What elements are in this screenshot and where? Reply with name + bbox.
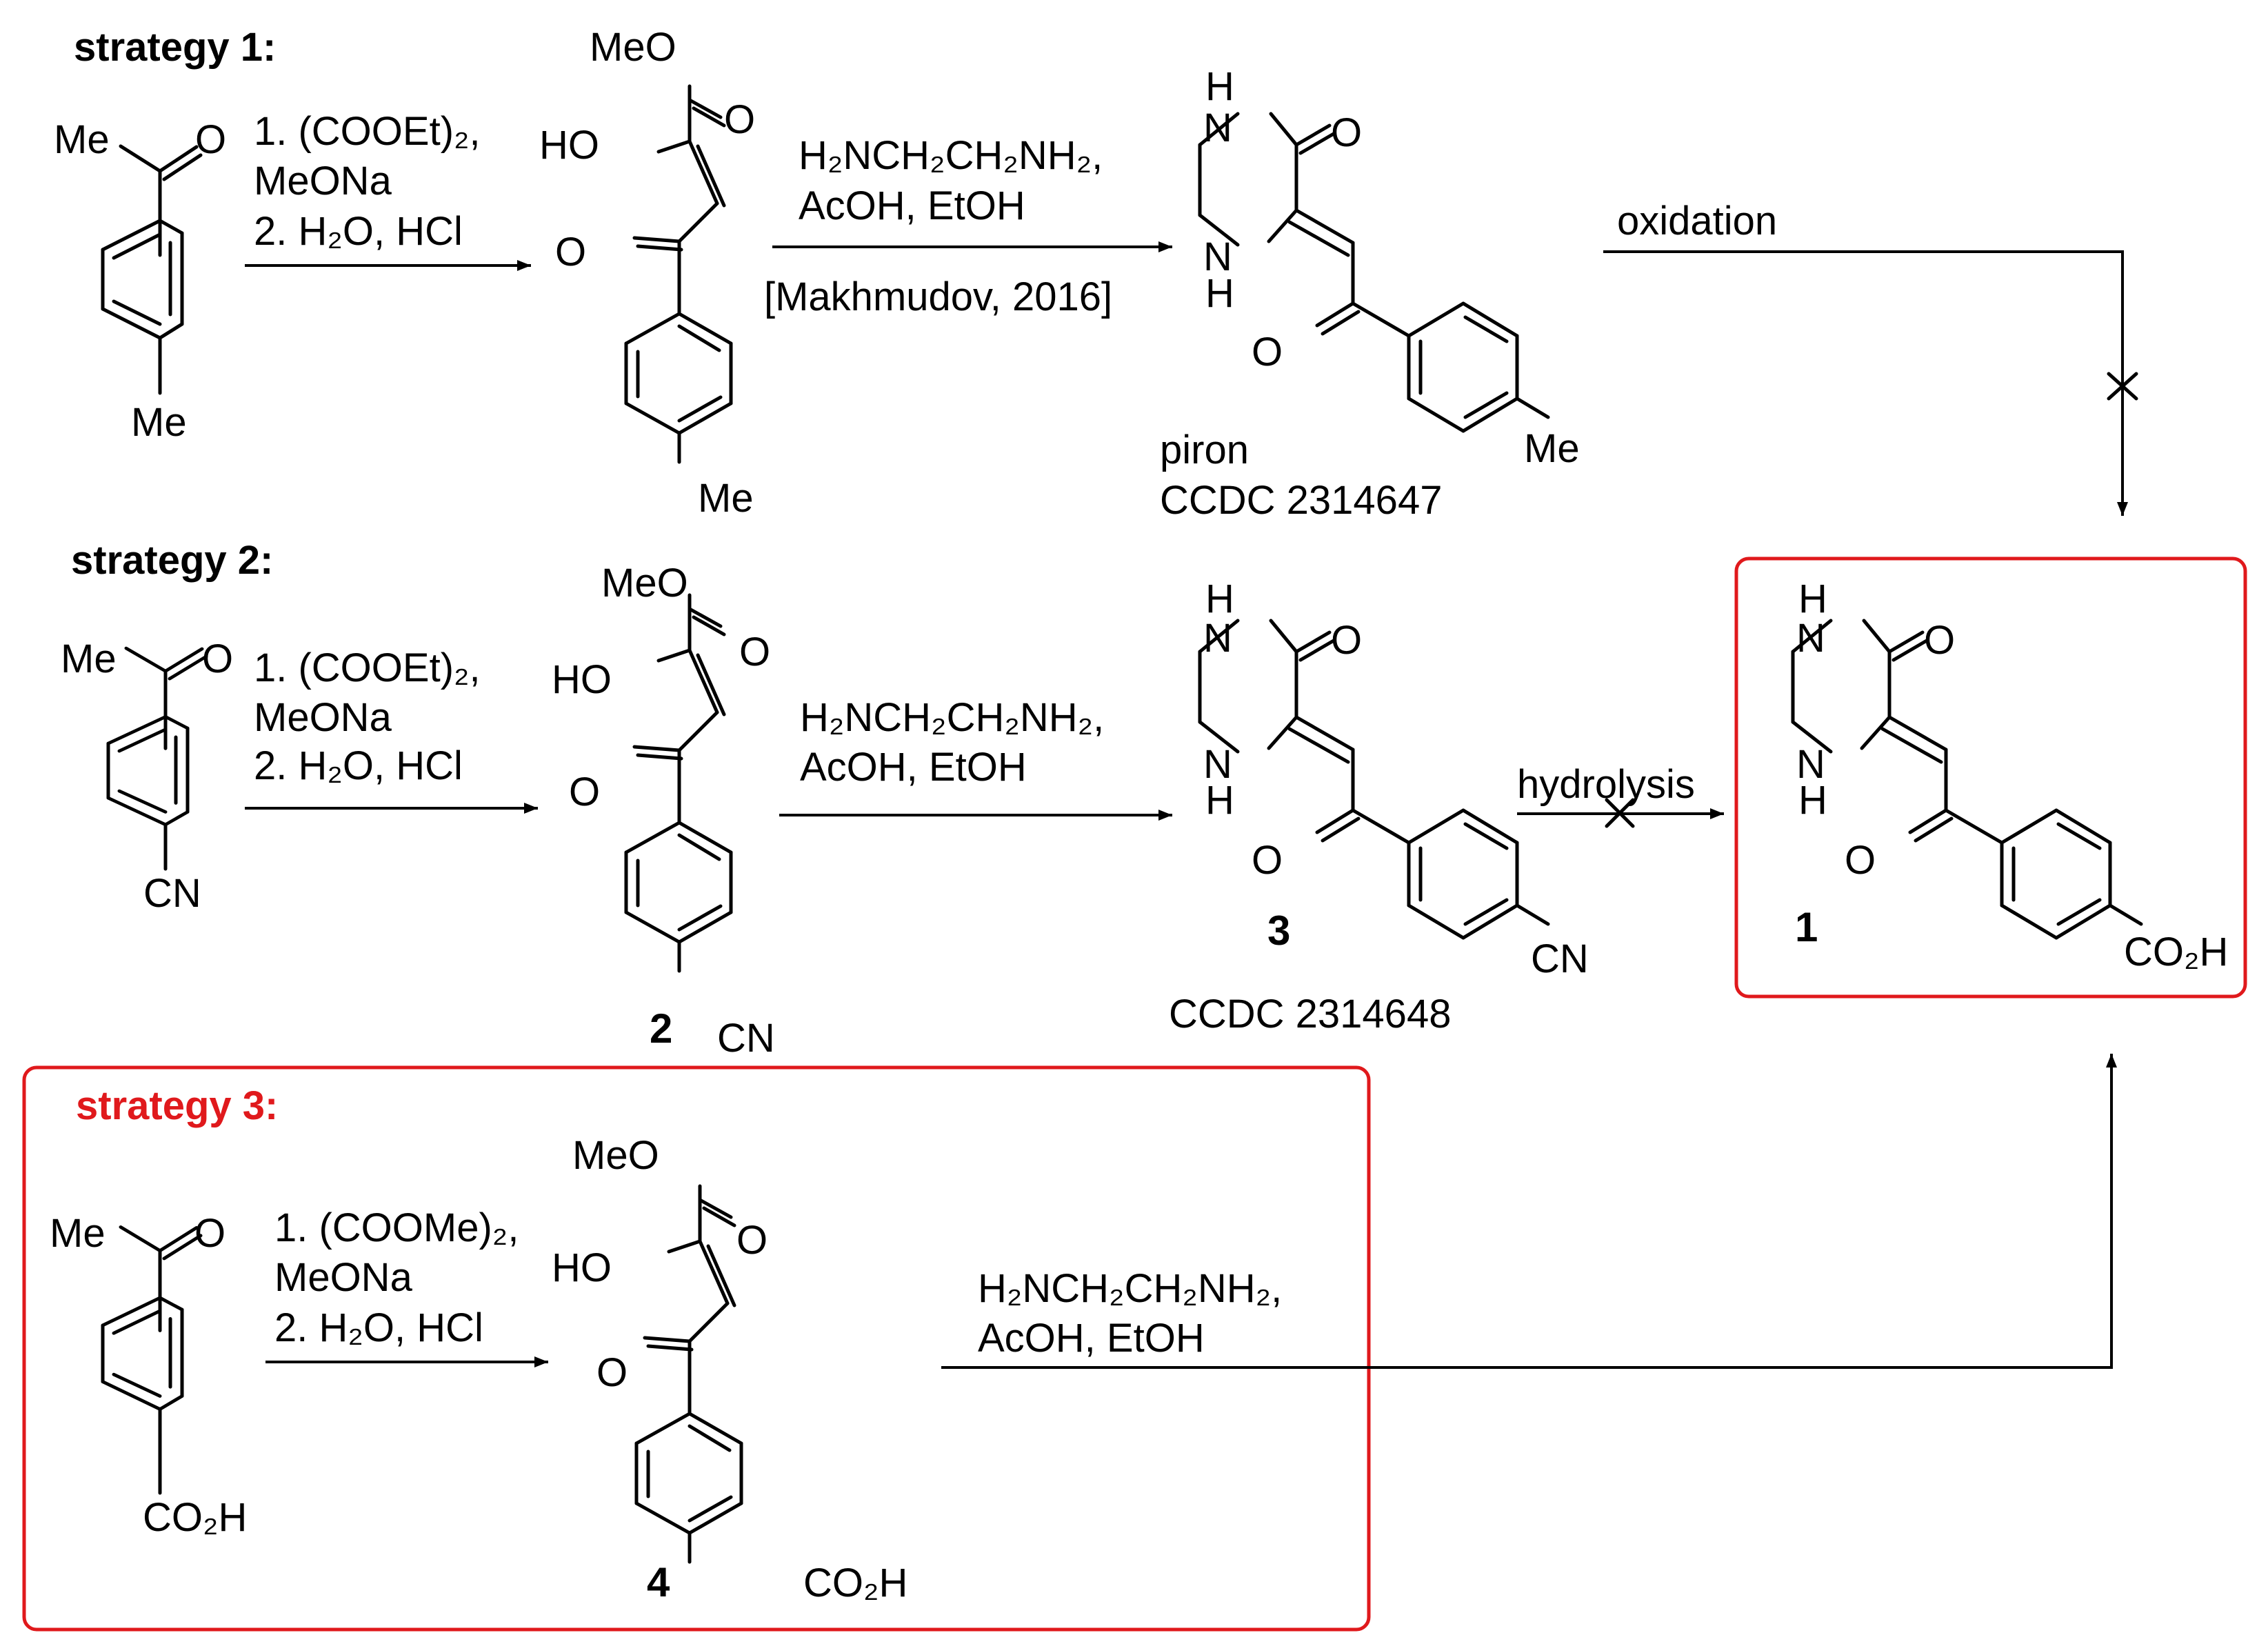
atom-meo: MeO [572,1133,659,1178]
atom-h: H [1205,271,1234,316]
compound-3-structure: H N O N H O CN 3 CCDC 2314648 [1169,577,1589,1036]
atom-o: O [1252,838,1283,883]
atom-co2h: CO₂H [2124,930,2228,974]
atom-me: Me [54,117,110,162]
atom-cn: CN [717,1016,775,1061]
condition-line: 2. H₂O, HCl [254,209,463,254]
route-to-target-arrow [941,1054,2117,1369]
strategy-3-highlight-box [22,1065,1371,1632]
atom-n: N [1796,742,1825,787]
condition-line: 1. (COOEt)₂, [254,645,481,690]
atom-o: O [194,1211,225,1256]
failed-cross [2107,372,2138,401]
atom-o: O [596,1350,628,1395]
compound-number-1: 1 [1795,904,1818,950]
strategy-1-header: strategy 1: [74,25,276,70]
atom-n: N [1203,616,1232,661]
condition-line: MeONa [274,1255,413,1300]
claisen-conditions-1: 1. (COOEt)₂, MeONa 2. H₂O, HCl [254,109,481,254]
oxidation-route: oxidation [1603,199,2138,516]
atom-o: O [202,636,233,681]
atom-n: N [1203,234,1232,279]
atom-meo: MeO [601,561,688,605]
condition-line: MeONa [254,159,392,203]
diketo-ester-me: MeO O HO O Me [539,25,755,521]
condition-line: H₂NCH₂CH₂NH₂, [800,695,1104,740]
atom-me: Me [61,636,117,681]
atom-o: O [1924,618,1955,663]
condition-line: MeONa [254,695,392,740]
atom-h: H [1205,577,1234,621]
atom-o: O [724,97,755,142]
atom-meo: MeO [590,25,676,70]
compound-1-structure: H N O N H O CO₂H 1 [1793,577,2228,974]
atom-o: O [569,770,600,814]
diketo-ester-co2h: MeO O HO O CO₂H 4 [552,1133,907,1605]
atom-me: Me [1524,426,1580,471]
atom-n: N [1203,106,1232,150]
condition-line: AcOH, EtOH [978,1316,1205,1361]
condition-line: 2. H₂O, HCl [254,743,463,788]
atom-o: O [736,1218,767,1263]
atom-h: H [1798,577,1827,621]
p-methylacetophenone: Me O Me [54,117,226,445]
condition-line: 1. (COOMe)₂, [274,1205,519,1250]
atom-n: N [1203,742,1232,787]
atom-o: O [1252,330,1283,374]
p-acetylbenzoic-acid: Me O CO₂H [50,1211,247,1540]
compound-number-4: 4 [647,1559,670,1605]
condition-line: [Makhmudov, 2016] [764,274,1112,319]
atom-co2h: CO₂H [803,1561,907,1605]
strategy-2-header: strategy 2: [71,538,273,583]
compound-number-3: 3 [1267,908,1290,954]
strategy-3-header: strategy 3: [76,1083,278,1128]
atom-ho: HO [539,123,599,168]
atom-ho: HO [552,1245,612,1290]
atom-co2h: CO₂H [143,1495,247,1540]
atom-cn: CN [143,871,201,916]
piron-structure: H N O N H O Me piron CCDC 2314647 [1160,64,1580,523]
compound-3-ccdc: CCDC 2314648 [1169,992,1451,1036]
target-highlight-box [1734,557,2247,999]
atom-o: O [555,230,586,274]
condition-line: 2. H₂O, HCl [274,1305,483,1350]
condition-line: H₂NCH₂CH₂NH₂, [799,133,1103,178]
condition-line: AcOH, EtOH [799,183,1025,228]
compound-number-2: 2 [650,1005,672,1052]
atom-o: O [1331,618,1362,663]
atom-o: O [1845,838,1876,883]
atom-n: N [1796,616,1825,661]
atom-o: O [1331,110,1362,155]
oxidation-label: oxidation [1617,199,1777,243]
atom-cn: CN [1531,936,1589,981]
atom-o: O [739,630,770,674]
failed-cross [1605,798,1635,828]
atom-me: Me [50,1211,106,1256]
piron-ccdc: CCDC 2314647 [1160,478,1442,523]
condition-line: AcOH, EtOH [800,745,1027,790]
atom-me: Me [698,476,754,521]
amine-conditions-1: H₂NCH₂CH₂NH₂, AcOH, EtOH [Makhmudov, 201… [764,133,1112,319]
atom-me: Me [131,400,187,445]
atom-h: H [1205,64,1234,109]
condition-line: H₂NCH₂CH₂NH₂, [978,1266,1282,1311]
diketo-ester-cn: MeO O HO O CN 2 [552,561,775,1061]
condition-line: 1. (COOEt)₂, [254,109,481,154]
amine-conditions-2: H₂NCH₂CH₂NH₂, AcOH, EtOH [800,695,1104,790]
atom-ho: HO [552,657,612,702]
p-acetylbenzonitrile: Me O CN [61,636,233,916]
claisen-conditions-2: 1. (COOEt)₂, MeONa 2. H₂O, HCl [254,645,481,788]
claisen-conditions-3: 1. (COOMe)₂, MeONa 2. H₂O, HCl [274,1205,519,1350]
amine-conditions-3: H₂NCH₂CH₂NH₂, AcOH, EtOH [978,1266,1282,1361]
hydrolysis-route: hydrolysis [1517,762,1724,828]
atom-o: O [195,117,226,162]
atom-h: H [1798,778,1827,823]
atom-h: H [1205,778,1234,823]
piron-label: piron [1160,428,1249,472]
